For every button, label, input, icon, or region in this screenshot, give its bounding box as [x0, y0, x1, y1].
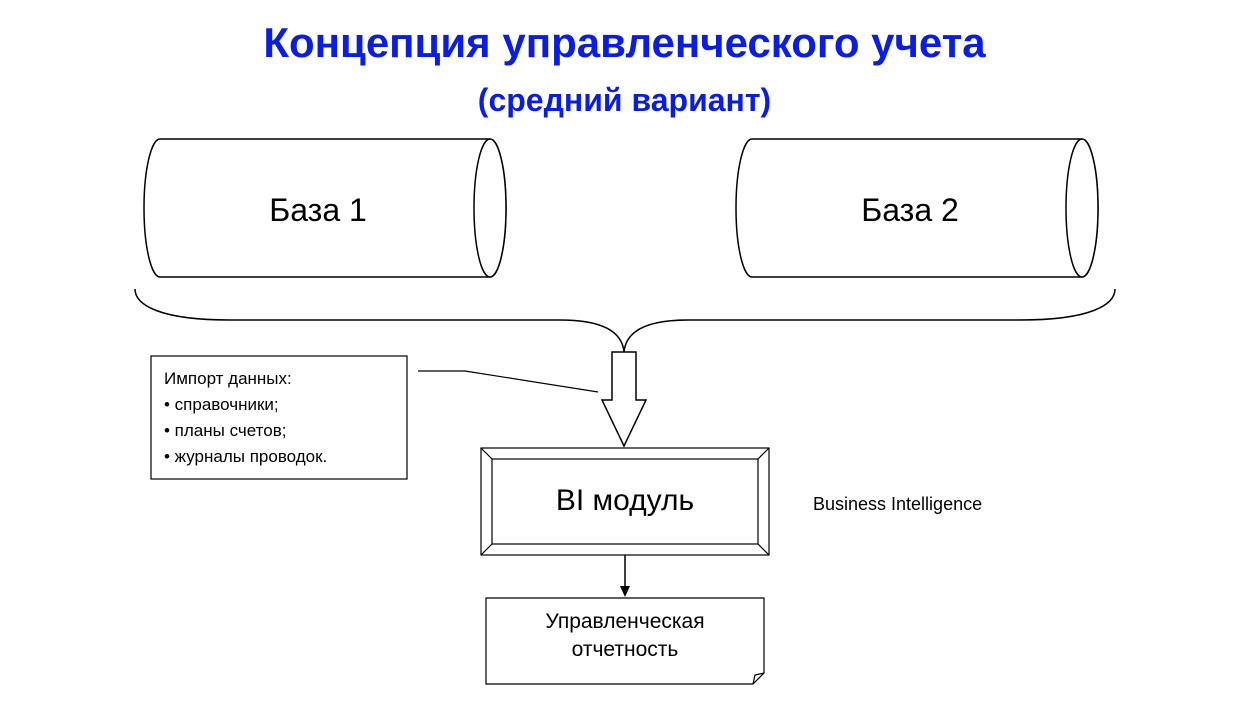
folded-corner [752, 672, 765, 685]
report-label-line: Управленческая [545, 610, 705, 633]
database-cylinder-2 [735, 138, 1099, 278]
report-document-box [485, 597, 765, 685]
import-arrow [600, 351, 648, 448]
output-arrow [620, 555, 630, 597]
import-note-line: Импорт данных: [164, 369, 292, 388]
import-note-line: • справочники; [164, 395, 279, 414]
import-note-line: • планы счетов; [164, 421, 287, 440]
import-note-line: • журналы проводок. [164, 447, 328, 466]
database-1-label: База 1 [269, 192, 367, 228]
slide-subtitle: (средний вариант) [477, 82, 772, 118]
database-cylinder-1 [143, 138, 507, 278]
report-label-line: отчетность [571, 638, 679, 661]
database-2-label: База 2 [861, 192, 959, 228]
bi-module-label: BI модуль [555, 484, 695, 517]
bi-module-frame [480, 447, 770, 556]
report-label: Управленческая отчетность [486, 608, 764, 664]
import-callout-box [150, 355, 408, 480]
slide-title: Концепция управленческого учета [263, 19, 986, 66]
import-note: Импорт данных: • справочники; • планы сч… [164, 366, 327, 470]
curly-brace [134, 288, 1116, 353]
bi-module-note: Business Intelligence [813, 494, 983, 514]
cylinder-end-cap [473, 138, 507, 278]
cylinder-end-cap [1065, 138, 1099, 278]
callout-pointer [418, 370, 599, 393]
